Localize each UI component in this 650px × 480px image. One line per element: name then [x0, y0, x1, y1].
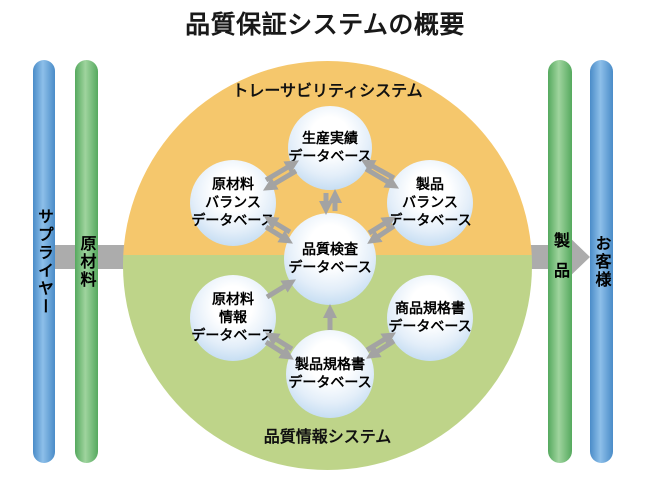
- node-label: データベース: [288, 375, 372, 391]
- bar-raw-materials-label: 原材料: [77, 234, 97, 289]
- node-merchandise-spec-db: 商品規格書 データベース: [387, 275, 473, 361]
- node-product-spec-db: 製品規格書 データベース: [286, 330, 374, 418]
- quality-info-system-label: 品質情報システム: [263, 427, 392, 446]
- node-raw-material-info-db: 原材料 情報 データベース: [190, 275, 276, 361]
- page-title: 品質保証システムの概要: [185, 10, 465, 39]
- node-production-results-db: 生産実績 データベース: [288, 106, 372, 190]
- node-label: データベース: [388, 213, 472, 229]
- node-label: 情報: [219, 310, 247, 326]
- node-quality-inspection-db: 品質検査 データベース: [284, 213, 376, 305]
- node-label: 原材料: [212, 292, 254, 308]
- node-label: データベース: [288, 260, 372, 276]
- node-label: バランス: [205, 195, 261, 211]
- node-label: 原材料: [212, 177, 254, 193]
- node-label: データベース: [388, 319, 472, 335]
- node-label: バランス: [402, 195, 458, 211]
- traceability-system-label: トレーサビリティシステム: [232, 81, 423, 100]
- bar-product-label: 製品: [551, 231, 570, 292]
- bar-supplier: サプライヤー: [33, 60, 55, 463]
- node-label: データベース: [191, 328, 275, 344]
- node-raw-material-balance-db: 原材料 バランス データベース: [190, 160, 276, 246]
- node-label: 製品規格書: [295, 357, 365, 373]
- bar-customer: お客様: [590, 60, 613, 463]
- node-label: 製品: [416, 177, 444, 193]
- node-label: 商品規格書: [395, 301, 465, 317]
- bar-product: 製品: [548, 60, 572, 463]
- bar-customer-label: お客様: [592, 234, 612, 289]
- node-label: 品質検査: [302, 242, 358, 258]
- node-product-balance-db: 製品 バランス データベース: [387, 160, 473, 246]
- node-label: 生産実績: [302, 131, 358, 147]
- bar-raw-materials: 原材料: [75, 60, 98, 463]
- node-label: データベース: [191, 213, 275, 229]
- bar-supplier-label: サプライヤー: [35, 207, 54, 316]
- node-label: データベース: [288, 149, 372, 165]
